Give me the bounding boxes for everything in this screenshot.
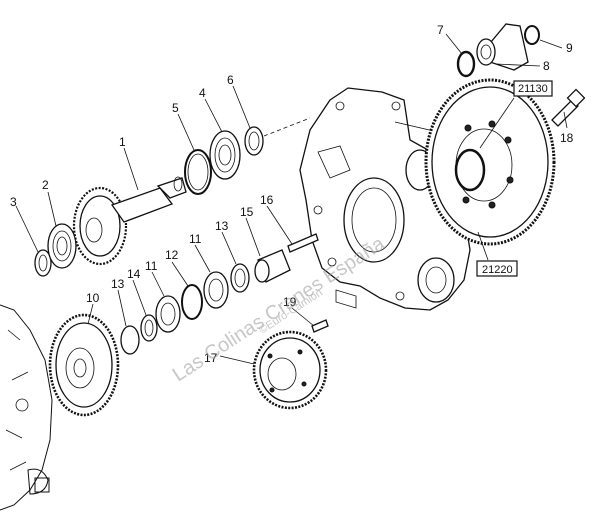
part-12-circlip xyxy=(181,284,203,320)
part-17-gear xyxy=(252,330,328,410)
callout-3: 3 xyxy=(10,195,17,209)
part-13-ring-right xyxy=(230,263,250,293)
part-10-gear xyxy=(48,313,120,417)
callout-12: 12 xyxy=(165,248,179,262)
part-14-ring xyxy=(140,314,158,342)
callout-5: 5 xyxy=(172,101,179,115)
callout-10: 10 xyxy=(86,291,100,305)
part-11-bearing-right xyxy=(203,271,229,309)
flywheel-ring-gear xyxy=(424,78,556,246)
callout-15: 15 xyxy=(240,205,254,219)
ref-box-21130: 21130 xyxy=(513,80,553,97)
part-7-seal xyxy=(456,50,476,78)
callout-11-right: 11 xyxy=(189,232,202,246)
partial-housing-left xyxy=(0,304,53,511)
part-6-ring xyxy=(244,126,264,156)
part-5-circlip xyxy=(184,149,212,195)
part-13-ring-left xyxy=(120,325,140,355)
part-19-dowel xyxy=(311,319,329,333)
callout-7: 7 xyxy=(437,23,444,37)
callout-8: 8 xyxy=(543,59,550,73)
leader-lines xyxy=(15,33,568,365)
callout-16: 16 xyxy=(260,193,274,207)
callout-18: 18 xyxy=(560,131,574,145)
callout-11-left: 11 xyxy=(145,259,158,273)
callout-19: 19 xyxy=(283,295,297,309)
callout-13-left: 13 xyxy=(111,277,125,291)
part-8-hub xyxy=(476,23,529,71)
part-4-bearing xyxy=(209,130,241,180)
callout-2: 2 xyxy=(42,178,49,192)
callout-1: 1 xyxy=(119,135,126,149)
ref-box-21220: 21220 xyxy=(476,260,518,277)
callout-14: 14 xyxy=(127,267,141,281)
part-15-bush xyxy=(254,249,291,283)
callout-6: 6 xyxy=(227,73,234,87)
part-2-bearing xyxy=(47,223,77,269)
ref-21220-label: 21220 xyxy=(482,264,513,276)
ref-21130-label: 21130 xyxy=(518,83,548,95)
part-9-seal xyxy=(524,25,540,45)
part-18-bolt xyxy=(551,88,586,127)
callout-9: 9 xyxy=(566,41,573,55)
callout-17: 17 xyxy=(204,351,218,365)
part-3-ring xyxy=(34,249,52,277)
callout-13-right: 13 xyxy=(215,219,229,233)
callout-4: 4 xyxy=(199,86,206,100)
part-11-bearing-left xyxy=(155,295,181,333)
part-16-pin xyxy=(287,233,319,253)
part-1-gear-shaft xyxy=(72,176,187,266)
